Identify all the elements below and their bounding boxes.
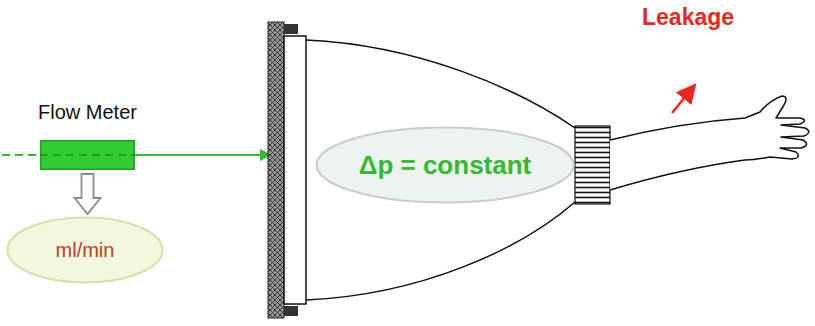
ellipse-text: ml/min [56, 239, 115, 262]
supply-line [135, 154, 262, 156]
output-arrow [75, 174, 101, 214]
port-flange [268, 22, 284, 318]
leakage-label: Leakage [642, 4, 734, 31]
cuff-rings [575, 126, 610, 204]
inlet-line [2, 154, 40, 156]
pressure-ellipse: Δp = constant [315, 126, 575, 204]
reading-ellipse: ml/min [6, 216, 164, 284]
port-ring [284, 36, 306, 304]
flow-meter: Flow Meter [40, 140, 135, 170]
meter-label: Flow Meter [38, 101, 137, 124]
glove-hand [610, 96, 809, 190]
flange-clamp [284, 306, 298, 316]
flange-clamp [284, 24, 298, 34]
ellipse-text: Δp = constant [359, 150, 532, 181]
glove-sleeve [306, 202, 575, 300]
leakage-arrow [672, 91, 690, 113]
glove-sleeve [306, 40, 575, 128]
meter-body [40, 140, 135, 170]
